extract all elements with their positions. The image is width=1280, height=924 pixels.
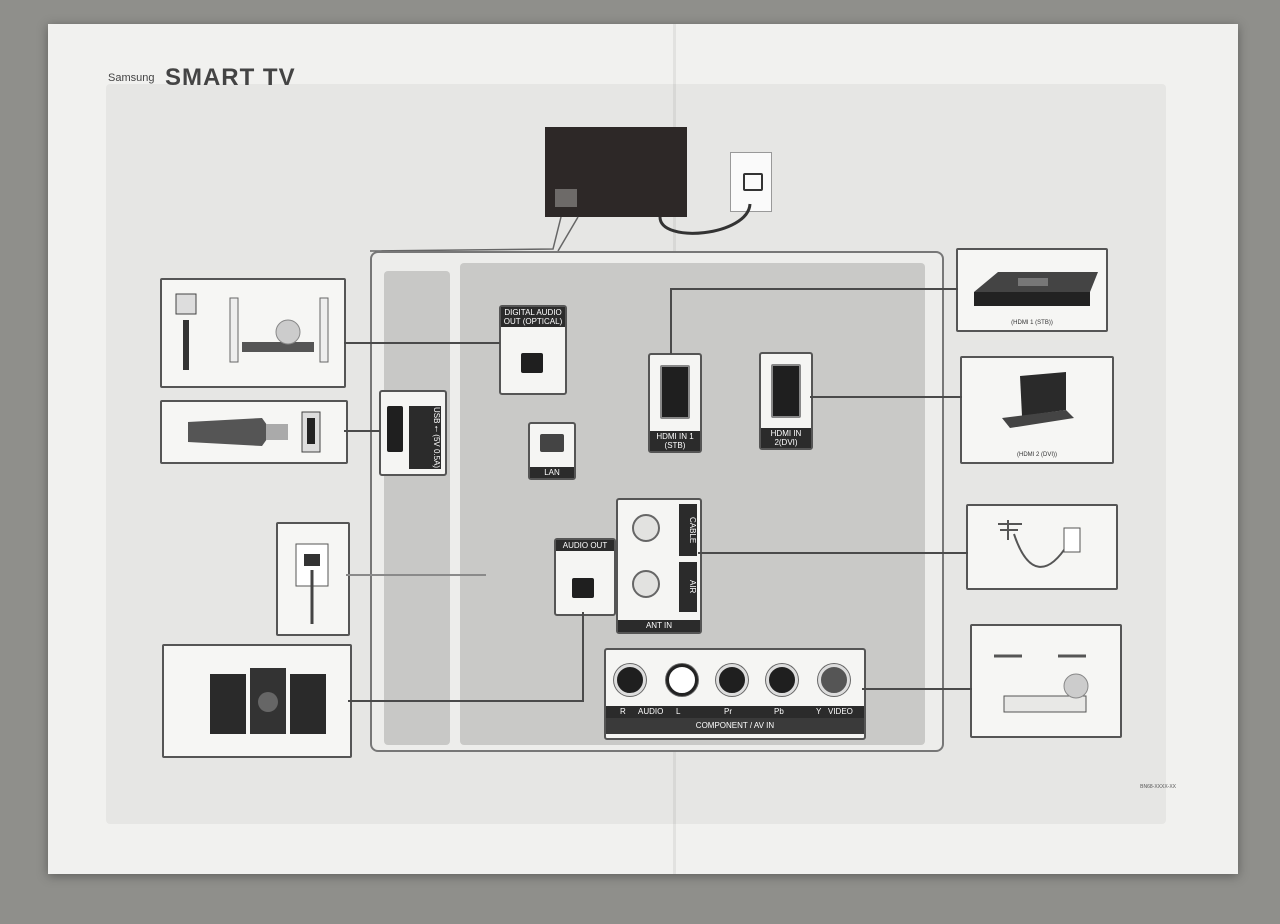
power-plug-icon	[743, 173, 763, 191]
laptop-device: (HDMI 2 (DVI))	[960, 356, 1114, 464]
connector-line	[346, 574, 486, 576]
connector-line	[344, 430, 380, 432]
audio-out-socket-icon	[572, 578, 594, 598]
usb-socket-icon	[387, 406, 403, 452]
y-video-jack-icon	[818, 664, 850, 696]
laptop-icon	[1002, 372, 1074, 428]
hdmi-1-socket-icon	[660, 365, 690, 419]
usb-port: USB ⭠ (5V 0.5A)	[379, 390, 447, 476]
cable-jack-icon	[632, 514, 660, 542]
set-top-box-device: (HDMI 1 (STB))	[956, 248, 1108, 332]
antenna-device	[966, 504, 1118, 590]
set-top-box-icon	[974, 272, 1098, 306]
cable-label: CABLE	[679, 504, 697, 556]
antenna-icon	[998, 520, 1081, 568]
y-label: Y	[816, 707, 822, 716]
air-label: AIR	[679, 562, 697, 612]
audio-system-icon	[210, 668, 326, 734]
tv-back-icon	[545, 127, 687, 217]
digital-audio-out-port: DIGITAL AUDIO OUT (OPTICAL)	[499, 305, 567, 395]
logo-product: SMART TV	[164, 64, 296, 91]
hdmi-2-socket-icon	[771, 364, 801, 418]
connector-line	[344, 342, 500, 344]
connector-line	[670, 288, 672, 354]
wall-lan-jack-icon	[295, 543, 329, 624]
home-theater-icon	[175, 293, 329, 370]
connector-line	[670, 288, 958, 290]
usb-drive-icon	[188, 411, 321, 453]
footnote: BN68-XXXX-XX	[1140, 784, 1176, 790]
dvi-caption: (HDMI 2 (DVI))	[1017, 452, 1057, 458]
connector-line	[698, 552, 968, 554]
lan-label: LAN	[530, 467, 574, 478]
stb-caption: (HDMI 1 (STB))	[1011, 320, 1053, 326]
air-jack-icon	[632, 570, 660, 598]
usb-drive-device	[160, 400, 348, 464]
video-label: VIDEO	[828, 707, 853, 716]
hdmi-1-label: HDMI IN 1 (STB)	[650, 431, 700, 451]
connector-line	[348, 700, 584, 702]
side-port-column	[384, 271, 450, 745]
connection-guide-poster: Samsung SMART TV DIGITAL AUDIO OUT (OPTI…	[48, 24, 1238, 874]
audio-r-jack-icon	[614, 664, 646, 696]
hdmi-2-port: HDMI IN 2(DVI)	[759, 352, 813, 450]
home-theater-device	[160, 278, 346, 388]
audio-r-label: R	[620, 707, 626, 716]
pr-jack-icon	[716, 664, 748, 696]
wall-outlet-icon	[730, 152, 772, 212]
audio-out-port: AUDIO OUT	[554, 538, 616, 616]
connector-line	[582, 612, 584, 702]
audio-out-label: AUDIO OUT	[556, 540, 614, 551]
component-av-in-block: R AUDIO L Pr Pb Y VIDEO COMPONENT / AV I…	[604, 648, 866, 740]
component-row-labels: R AUDIO L Pr Pb Y VIDEO	[606, 706, 864, 718]
audio-l-jack-icon	[666, 664, 698, 696]
audio-system-device	[162, 644, 352, 758]
dvd-player-device	[970, 624, 1122, 738]
dvd-player-icon	[994, 654, 1089, 713]
pb-label: Pb	[774, 707, 784, 716]
antenna-input-block: CABLE AIR ANT IN	[616, 498, 702, 634]
pb-jack-icon	[766, 664, 798, 696]
digital-audio-out-label: DIGITAL AUDIO OUT (OPTICAL)	[501, 307, 565, 327]
tv-port-icon	[555, 189, 577, 207]
audio-l-label: L	[676, 707, 681, 716]
samsung-smart-tv-logo: Samsung SMART TV	[108, 64, 296, 92]
ant-in-label: ANT IN	[618, 620, 700, 632]
optical-socket-icon	[521, 353, 543, 373]
connector-line	[862, 688, 972, 690]
lan-port: LAN	[528, 422, 576, 480]
audio-label: AUDIO	[638, 707, 664, 716]
wall-lan-jack-device	[276, 522, 350, 636]
pr-label: Pr	[724, 707, 732, 716]
hdmi-2-label: HDMI IN 2(DVI)	[761, 428, 811, 448]
power-cord-icon	[369, 203, 752, 252]
hdmi-1-port: HDMI IN 1 (STB)	[648, 353, 702, 453]
usb-label: USB ⭠ (5V 0.5A)	[409, 406, 441, 470]
logo-brand: Samsung	[108, 72, 155, 84]
ethernet-socket-icon	[540, 434, 564, 452]
component-av-in-label: COMPONENT / AV IN	[606, 718, 864, 734]
connector-line	[810, 396, 962, 398]
